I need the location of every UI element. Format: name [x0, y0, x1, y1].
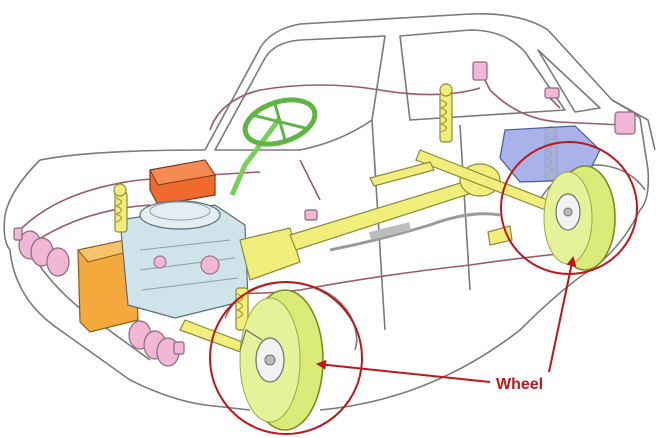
wheel-label: Wheel	[496, 376, 543, 393]
front-wheel-highlight-circle	[209, 281, 363, 435]
wheel-callout: Wheel	[209, 141, 638, 435]
front-wheel	[239, 289, 324, 431]
arrow-to-rear-wheel	[548, 256, 577, 373]
battery	[149, 159, 216, 206]
lamps-and-connectors	[13, 61, 636, 367]
rear-wheel	[543, 165, 616, 271]
exhaust-system	[329, 212, 501, 252]
arrow-to-front-wheel	[316, 359, 491, 383]
drivetrain	[113, 83, 561, 355]
steering-system	[229, 97, 318, 196]
engine-block	[119, 200, 249, 319]
